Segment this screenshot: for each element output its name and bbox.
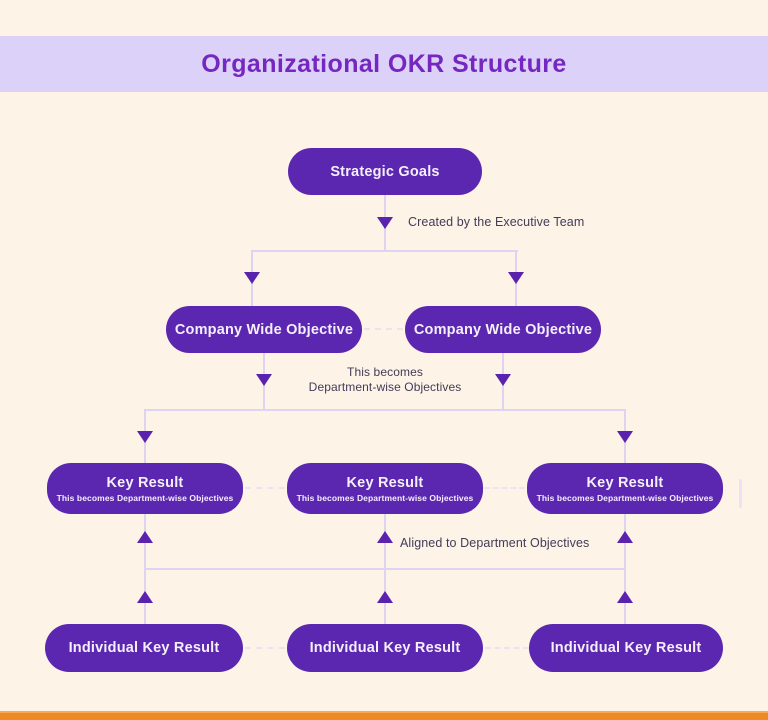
title-banner: Organizational OKR Structure bbox=[0, 36, 768, 92]
node-individual-key-result-1: Individual Key Result bbox=[45, 624, 243, 672]
arrow-up-icon bbox=[617, 531, 633, 543]
arrow-down-icon bbox=[137, 431, 153, 443]
dash-kr-edge-tick bbox=[739, 479, 742, 508]
arrow-up-icon bbox=[137, 591, 153, 603]
annotation-becomes-dept-line1: This becomes bbox=[347, 365, 423, 379]
node-label: Individual Key Result bbox=[68, 640, 220, 656]
node-label: Key Result bbox=[346, 474, 424, 491]
connector-level3-branch bbox=[145, 409, 626, 411]
arrow-up-icon bbox=[377, 531, 393, 543]
node-company-objective-2: Company Wide Objective bbox=[405, 306, 601, 353]
arrow-down-icon bbox=[495, 374, 511, 386]
node-key-result-2: Key Result This becomes Department-wise … bbox=[287, 463, 483, 514]
dash-kr-siblings-2 bbox=[484, 487, 525, 489]
annotation-becomes-dept: This becomes Department-wise Objectives bbox=[290, 365, 480, 395]
node-individual-key-result-3: Individual Key Result bbox=[529, 624, 723, 672]
dash-ikr-siblings-1 bbox=[245, 647, 285, 649]
node-sublabel: This becomes Department-wise Objectives bbox=[296, 492, 474, 503]
node-sublabel: This becomes Department-wise Objectives bbox=[56, 492, 234, 503]
arrow-up-icon bbox=[137, 531, 153, 543]
node-strategic-goals: Strategic Goals bbox=[288, 148, 482, 195]
node-key-result-3: Key Result This becomes Department-wise … bbox=[527, 463, 723, 514]
dash-ikr-siblings-2 bbox=[485, 647, 529, 649]
annotation-aligned: Aligned to Department Objectives bbox=[400, 536, 590, 550]
arrow-down-icon bbox=[508, 272, 524, 284]
node-label: Company Wide Objective bbox=[174, 321, 354, 338]
footer-accent-bar bbox=[0, 711, 768, 720]
connector-level2-branch bbox=[252, 250, 518, 252]
annotation-becomes-dept-line2: Department-wise Objectives bbox=[308, 380, 462, 394]
arrow-down-icon bbox=[244, 272, 260, 284]
arrow-down-icon bbox=[377, 217, 393, 229]
node-label: Strategic Goals bbox=[330, 163, 440, 180]
node-label: Key Result bbox=[586, 474, 664, 491]
node-company-objective-1: Company Wide Objective bbox=[166, 306, 362, 353]
node-label: Individual Key Result bbox=[309, 640, 461, 656]
node-sublabel: This becomes Department-wise Objectives bbox=[536, 492, 714, 503]
node-individual-key-result-2: Individual Key Result bbox=[287, 624, 483, 672]
dash-kr-siblings-1 bbox=[245, 487, 285, 489]
node-label: Key Result bbox=[106, 474, 184, 491]
dash-company-siblings bbox=[364, 328, 403, 330]
annotation-created-by: Created by the Executive Team bbox=[408, 215, 585, 229]
page-title: Organizational OKR Structure bbox=[201, 49, 567, 78]
node-label: Company Wide Objective bbox=[413, 321, 593, 338]
node-label: Individual Key Result bbox=[550, 640, 702, 656]
arrow-up-icon bbox=[377, 591, 393, 603]
arrow-up-icon bbox=[617, 591, 633, 603]
node-key-result-1: Key Result This becomes Department-wise … bbox=[47, 463, 243, 514]
arrow-down-icon bbox=[617, 431, 633, 443]
arrow-down-icon bbox=[256, 374, 272, 386]
